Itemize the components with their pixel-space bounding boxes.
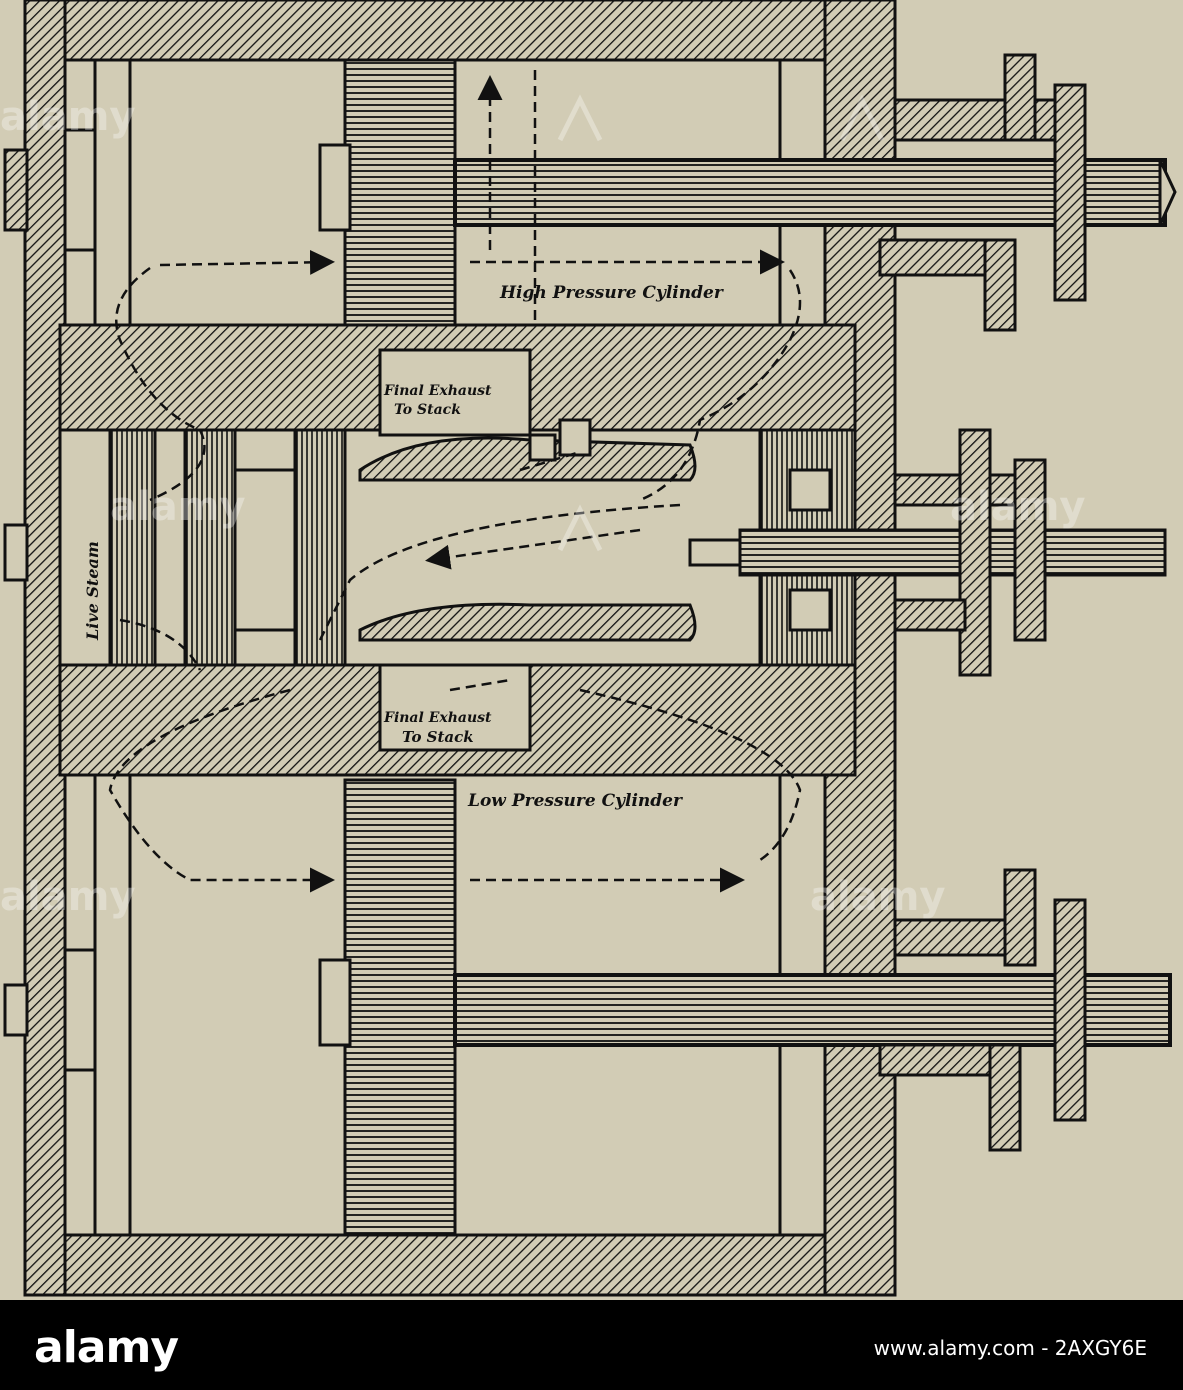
exhaust-bottom-label-2: To Stack — [402, 728, 474, 746]
watermark-text: alamy — [0, 94, 135, 140]
exhaust-bottom-label-1: Final Exhaust — [383, 710, 492, 726]
high-pressure-cylinder — [318, 58, 1177, 327]
exhaust-top-label-2: To Stack — [394, 402, 461, 418]
alamy-a-icon — [557, 94, 885, 552]
footer-bar: alamy www.alamy.com - 2AXGY6E — [0, 1300, 1183, 1390]
watermark-text: alamy — [110, 484, 245, 530]
watermark-text: alamy — [950, 484, 1085, 530]
low-pressure-cylinder — [318, 778, 1172, 1237]
alamy-logo: alamy — [34, 1322, 179, 1373]
compound-cylinder-drawing: High Pressure Cylinder Low Pressure Cyli… — [0, 0, 1177, 1297]
steam-flow-arrows — [108, 70, 802, 893]
low-pressure-label: Low Pressure Cylinder — [467, 791, 683, 811]
exhaust-top-label-1: Final Exhaust — [383, 383, 492, 399]
high-pressure-label: High Pressure Cylinder — [499, 283, 724, 303]
image-id: www.alamy.com - 2AXGY6E — [873, 1336, 1147, 1360]
right-flanges — [878, 53, 1087, 1152]
watermark-layer: alamy alamy alamy alamy alamy — [0, 94, 1085, 920]
valve-chest — [58, 323, 1167, 777]
engine-diagram: High Pressure Cylinder Low Pressure Cyli… — [0, 0, 1183, 1300]
live-steam-label: Live Steam — [83, 541, 102, 641]
watermark-text: alamy — [0, 874, 135, 920]
watermark-text: alamy — [810, 874, 945, 920]
